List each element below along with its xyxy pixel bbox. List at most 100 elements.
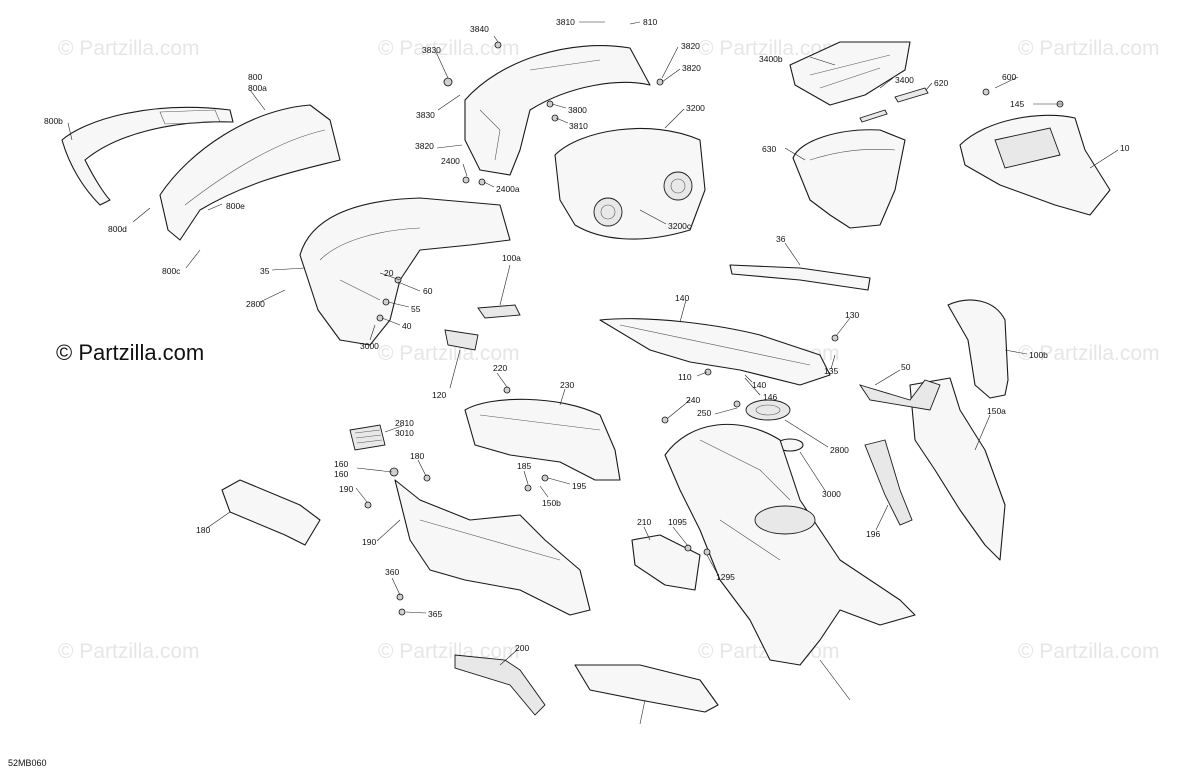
watermark: © Partzilla.com (58, 640, 200, 663)
callout-label: 100b (1029, 350, 1048, 360)
callout-label: 230 (560, 380, 574, 390)
part-800b (61, 106, 234, 206)
callout-label: 200 (515, 643, 529, 653)
callout-label: 146 (763, 392, 777, 402)
callout-label: 3840 (470, 24, 489, 34)
callout-label: 2810 (395, 418, 414, 428)
callout-label: 3200 (686, 103, 705, 113)
callout-label: 2800 (246, 299, 265, 309)
part-800 (159, 104, 341, 241)
part-3400 (792, 129, 906, 229)
part-100b (909, 377, 1006, 561)
callout-label: 3820 (415, 141, 434, 151)
part-145 (729, 264, 871, 291)
callout-label: 800 (248, 72, 262, 82)
callout-label: 36 (776, 234, 786, 244)
callout-label: 365 (428, 609, 442, 619)
callout-label: 800c (162, 266, 181, 276)
callout-label: 810 (643, 17, 657, 27)
callout-label: 800d (108, 224, 127, 234)
callout-label: 240 (686, 395, 700, 405)
copyright-text: © Partzilla.com (56, 340, 204, 365)
callout-label: 100a (502, 253, 521, 263)
callout-label: 10 (1120, 143, 1130, 153)
part-196 (574, 664, 719, 713)
callout-label: 20 (384, 268, 394, 278)
callout-label: 130 (845, 310, 859, 320)
part-600 (959, 114, 1111, 216)
watermark: © Partzilla.com (378, 640, 520, 663)
callout-label: 3830 (422, 45, 441, 55)
part-150a (464, 398, 621, 481)
callout-label: 220 (493, 363, 507, 373)
part-360 (631, 534, 701, 591)
callout-label: 800a (248, 83, 267, 93)
callout-label: 35 (260, 266, 270, 276)
callout-label: 3400b (759, 54, 783, 64)
watermark: © Partzilla.com (378, 342, 520, 365)
callout-label: 800e (226, 201, 245, 211)
callout-label: 3810 (556, 17, 575, 27)
callout-label: 3400 (895, 75, 914, 85)
part-146 (947, 299, 1009, 399)
part-10 (299, 197, 511, 346)
callout-label: 3000 (822, 489, 841, 499)
watermark: © Partzilla.com (698, 37, 840, 60)
callout-label: 250 (697, 408, 711, 418)
callout-labels: 800 800a 800b 800d 800c 800e 3840 3810 8… (44, 17, 1130, 653)
callout-label: 140 (752, 380, 766, 390)
watermark: © Partzilla.com (378, 37, 520, 60)
callout-label: 3810 (569, 121, 588, 131)
watermark: © Partzilla.com (1018, 37, 1160, 60)
leader-lines (67, 21, 1119, 725)
callout-label: 140 (675, 293, 689, 303)
callout-label: 630 (762, 144, 776, 154)
callout-label: 2400a (496, 184, 520, 194)
callout-label: 190 (339, 484, 353, 494)
callout-label: 180 (196, 525, 210, 535)
part-drawings (61, 41, 1111, 716)
callout-label: 1295 (716, 572, 735, 582)
callout-label: 600 (1002, 72, 1016, 82)
part-100a (599, 318, 831, 386)
callout-label: 160 (334, 469, 348, 479)
part-195 (221, 479, 321, 546)
callout-label: 3820 (682, 63, 701, 73)
callout-label: 185 (517, 461, 531, 471)
callout-label: 2800 (830, 445, 849, 455)
callout-label: 800b (44, 116, 63, 126)
callout-label: 120 (432, 390, 446, 400)
callout-label: 210 (637, 517, 651, 527)
callout-label: 360 (385, 567, 399, 577)
watermark: © Partzilla.com (1018, 640, 1160, 663)
callout-label: 150b (542, 498, 561, 508)
callout-label: 196 (866, 529, 880, 539)
callout-label: 195 (572, 481, 586, 491)
callout-label: 180 (410, 451, 424, 461)
watermark: © Partzilla.com (58, 37, 200, 60)
callout-label: 135 (824, 366, 838, 376)
callout-label: 190 (362, 537, 376, 547)
callout-label: 3820 (681, 41, 700, 51)
callout-label: 3200c (668, 221, 692, 231)
callout-label: 3800 (568, 105, 587, 115)
callout-label: 620 (934, 78, 948, 88)
part-200 (664, 423, 916, 666)
callout-label: 55 (411, 304, 421, 314)
callout-label: 60 (423, 286, 433, 296)
watermark: © Partzilla.com (1018, 342, 1160, 365)
callout-label: 40 (402, 321, 412, 331)
callout-label: 150a (987, 406, 1006, 416)
callout-label: 1095 (668, 517, 687, 527)
callout-label: 3830 (416, 110, 435, 120)
callout-label: 3010 (395, 428, 414, 438)
part-150b (394, 479, 591, 616)
part-3800 (464, 45, 651, 176)
callout-label: 50 (901, 362, 911, 372)
callout-label: 160 (334, 459, 348, 469)
callout-label: 110 (678, 372, 692, 382)
callout-label: 145 (1010, 99, 1024, 109)
callout-label: 3000 (360, 341, 379, 351)
callout-label: 2400 (441, 156, 460, 166)
